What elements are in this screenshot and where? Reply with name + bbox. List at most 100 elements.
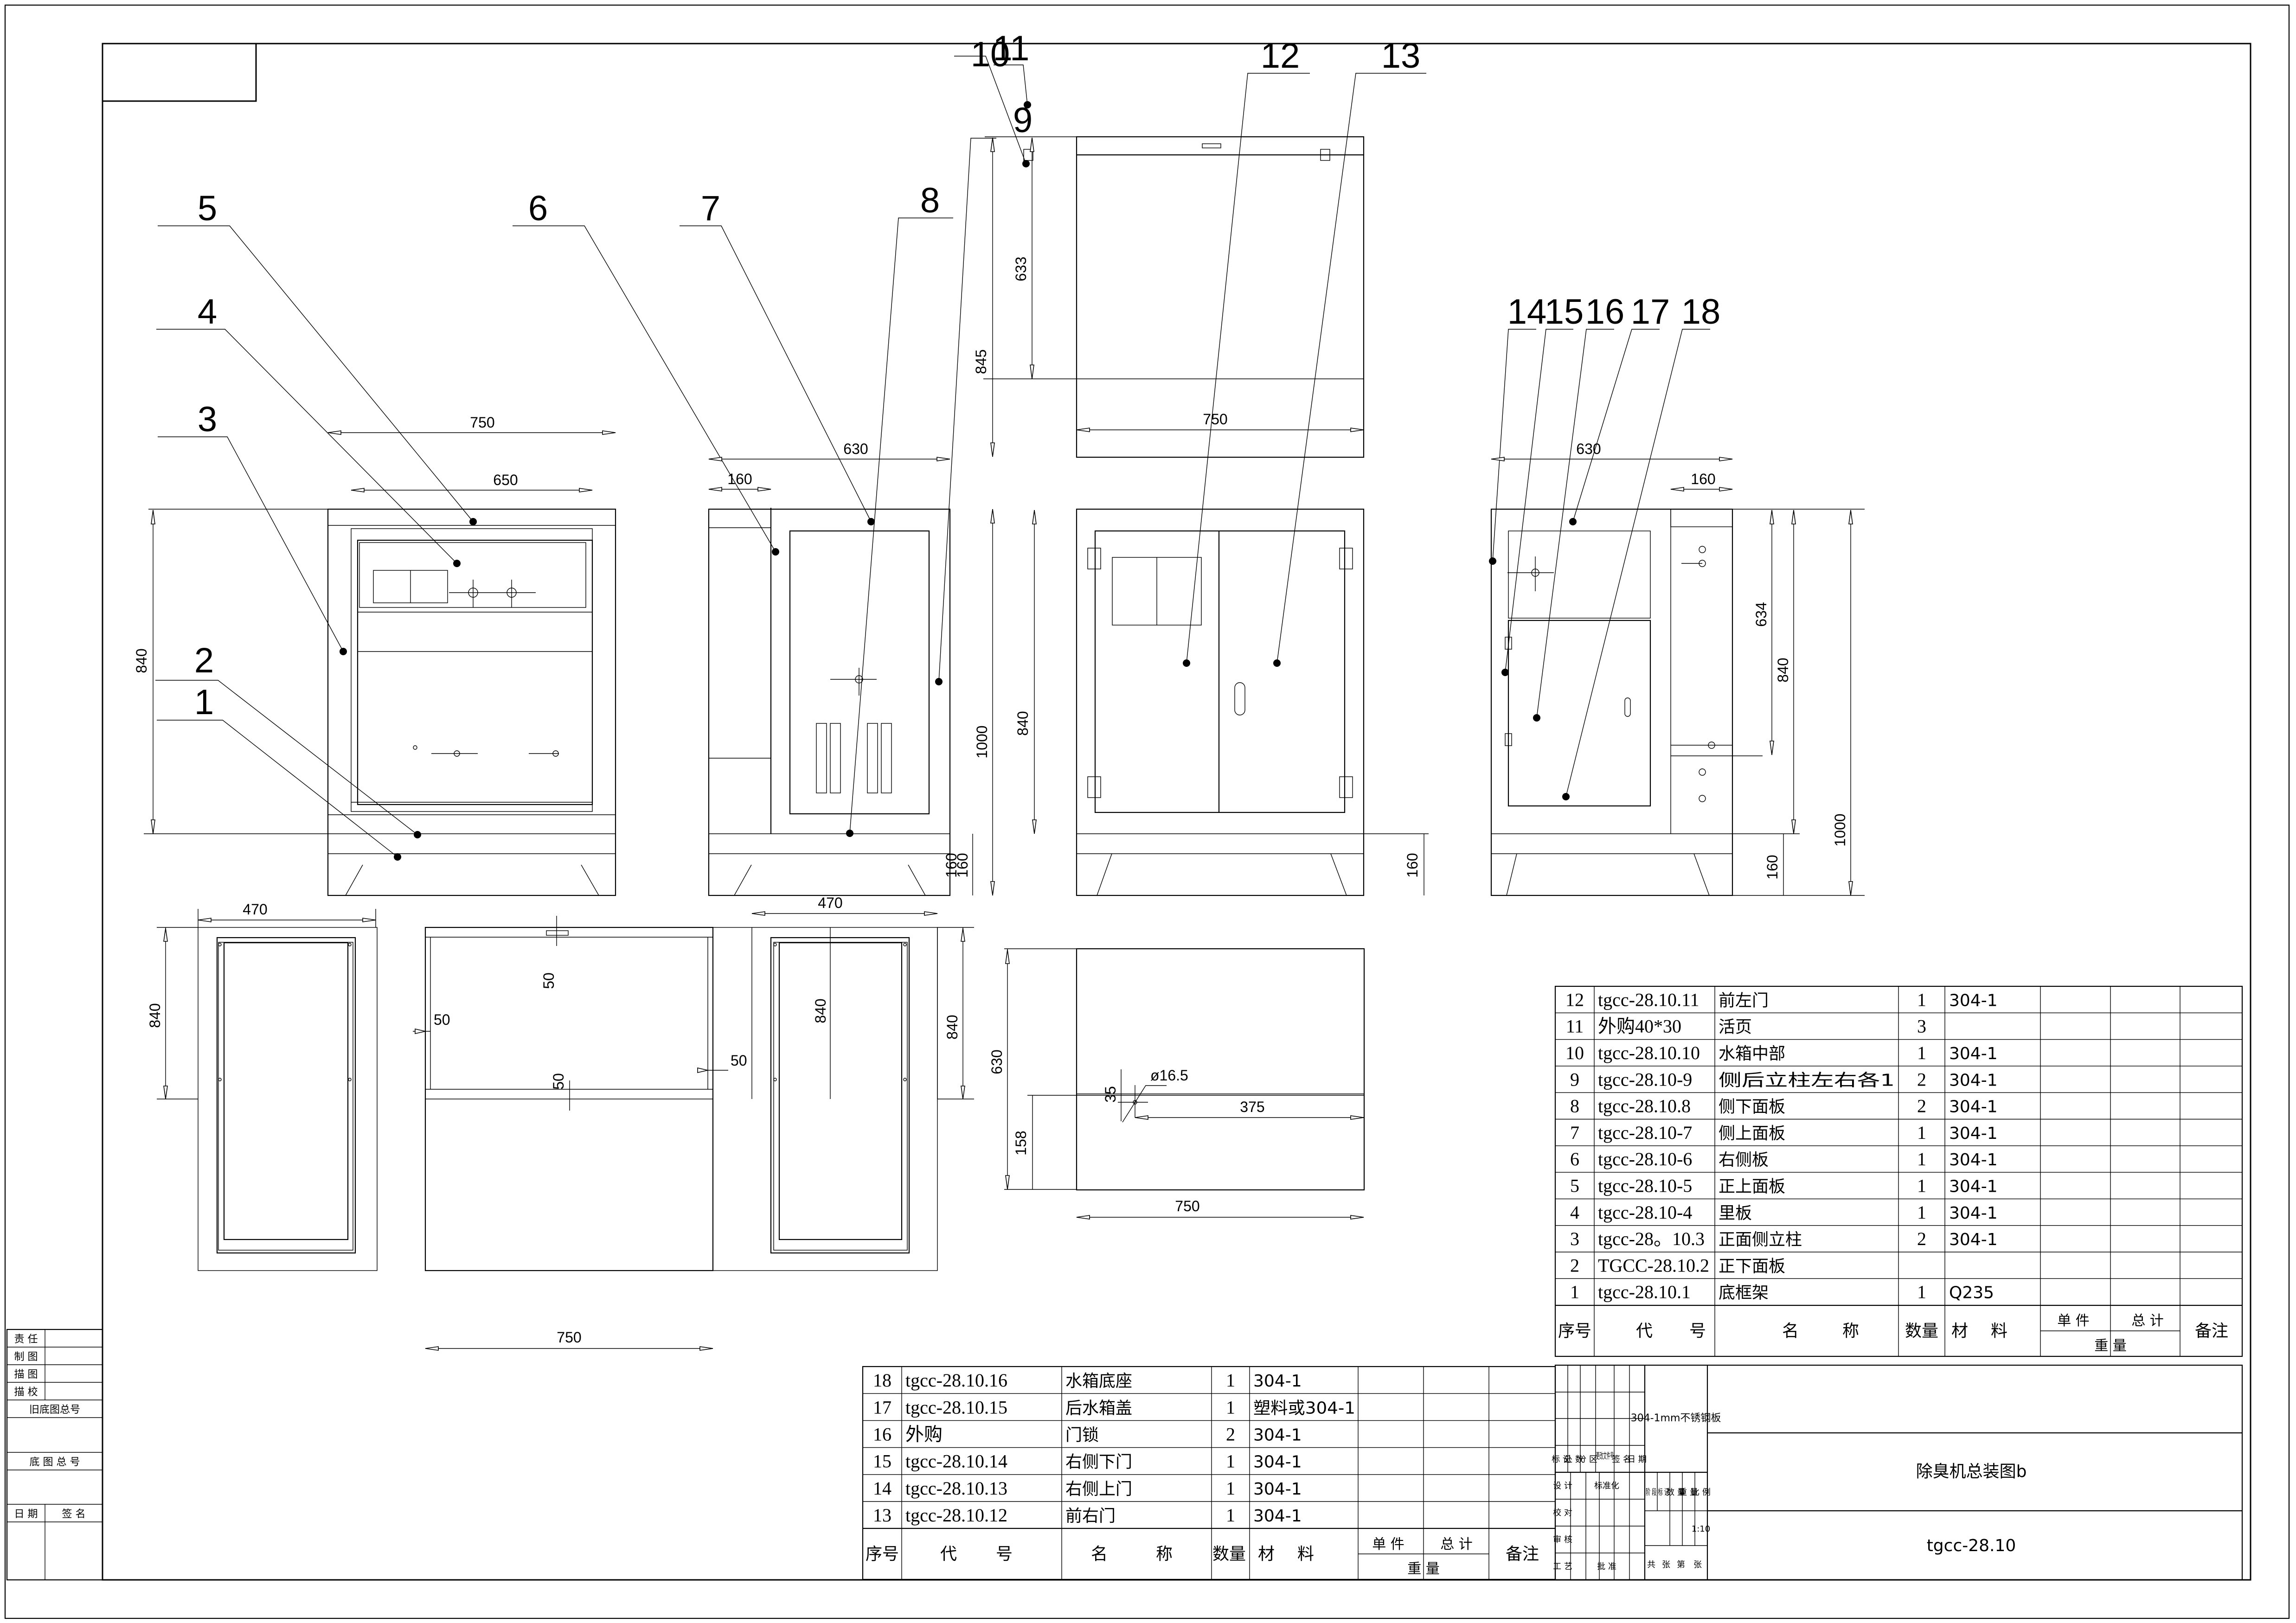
bom-cell-material: 304-1 <box>1253 1372 1302 1391</box>
dim-50-right: 50 <box>731 1052 747 1069</box>
bom-cell-code: tgcc-28.10.16 <box>905 1370 1007 1391</box>
bom-cell-material: 304-1 <box>1949 1098 1998 1117</box>
bom-cell-no: 14 <box>873 1478 891 1499</box>
bom-cell-no: 16 <box>873 1424 891 1444</box>
balloon-10: 10 <box>971 35 1010 74</box>
dim-160-post: 160 <box>727 471 752 487</box>
balloon-5: 5 <box>198 189 217 228</box>
front-doors-view: 840 160 160 <box>943 508 1429 896</box>
vent-grille <box>816 723 892 793</box>
sheets-2: 第 <box>1677 1560 1685 1570</box>
stage-hdr-2: 重 量 <box>1679 1488 1698 1497</box>
bom-cell-no: 10 <box>1565 1042 1584 1063</box>
bom-cell-code: tgcc-28.10-4 <box>1598 1202 1692 1223</box>
bom-cell-code: tgcc-28.10-9 <box>1598 1069 1692 1090</box>
balloon-3: 3 <box>198 400 217 439</box>
bom-cell-qty: 1 <box>1917 1202 1926 1223</box>
bom-cell-no: 7 <box>1570 1122 1579 1143</box>
bom-lower-hdr-mat-b: 料 <box>1297 1545 1314 1564</box>
rev-hdr-5: 日 期 <box>1627 1455 1647 1464</box>
bom-cell-no: 12 <box>1565 989 1584 1010</box>
bom-upper-hdr-remark: 备注 <box>2195 1322 2228 1341</box>
dim-158: 158 <box>1013 1131 1029 1155</box>
dim-750-front: 750 <box>470 414 494 431</box>
frame-middle-view: 50 50 50 50 750 <box>413 916 747 1351</box>
bom-cell-material: 304-1 <box>1253 1507 1302 1526</box>
bom-cell-material: 304-1 <box>1949 1124 1998 1143</box>
base-no: 底 图 总 号 <box>30 1457 80 1468</box>
balloon-12: 12 <box>1261 36 1300 76</box>
bom-cell-code: tgcc-28.10-7 <box>1598 1122 1692 1143</box>
bom-upper-hdr-mat-a: 材 <box>1951 1322 1968 1341</box>
side-view-left: 630 160 1000 160 <box>708 441 995 896</box>
balloon-16: 16 <box>1585 292 1625 332</box>
side-row-2: 描 图 <box>14 1369 38 1380</box>
dim-630-right: 630 <box>1576 441 1601 457</box>
sheets-3: 张 <box>1693 1560 1702 1570</box>
dim-840-right: 840 <box>1775 658 1791 682</box>
balloon-4: 4 <box>198 292 217 332</box>
balloon-6: 6 <box>528 189 548 228</box>
bom-upper-hdr-mat-b: 料 <box>1991 1322 2007 1341</box>
bom-cell-qty: 2 <box>1917 1069 1926 1090</box>
dim-470-panel-left: 470 <box>243 901 267 918</box>
bom-cell-name: 侧下面板 <box>1719 1098 1785 1117</box>
bom-cell-code: TGCC-28.10.2 <box>1598 1255 1709 1276</box>
dim-840-doors: 840 <box>1014 711 1031 735</box>
bom-cell-code: tgcc-28.10.11 <box>1598 989 1699 1010</box>
bom-cell-name: 正面侧立柱 <box>1719 1230 1802 1249</box>
bom-cell-no: 17 <box>873 1397 891 1418</box>
rev-hdr-2: 分 区 <box>1578 1455 1597 1464</box>
bom-cell-name: 水箱底座 <box>1065 1372 1132 1391</box>
bom-cell-qty: 1 <box>1226 1370 1235 1391</box>
balloon-15: 15 <box>1545 292 1584 332</box>
dim-160-right-base: 160 <box>1764 855 1781 879</box>
bom-cell-name: 正下面板 <box>1719 1257 1785 1276</box>
bom-upper-hdr-code-b: 号 <box>1689 1322 1706 1341</box>
stage-hdr-0: 阶 段 标 记 <box>1646 1488 1669 1497</box>
bom-cell-material: 304-1 <box>1253 1480 1302 1499</box>
bom-cell-qty: 2 <box>1917 1228 1926 1249</box>
bom-cell-name: 右侧上门 <box>1065 1480 1132 1499</box>
dim-375: 375 <box>1240 1099 1264 1115</box>
material-note: 304-1mm不锈钢板 <box>1631 1412 1721 1424</box>
dim-634: 634 <box>1753 602 1770 626</box>
rev-hdr-0: 标 记 <box>1552 1455 1571 1464</box>
side-block: 责 任 制 图 描 图 描 校 旧底图总号 底 图 总 号 日 期 签 名 <box>6 1329 103 1581</box>
dim-160-base: 160 <box>954 853 971 877</box>
bom-upper-hdr-weight: 重 量 <box>2094 1338 2127 1354</box>
bom-cell-name: 右侧板 <box>1719 1150 1769 1169</box>
role-0: 设 计 <box>1553 1481 1572 1491</box>
bom-cell-code: tgcc-28.10-5 <box>1598 1176 1692 1196</box>
dim-840-panel-right-inner: 840 <box>812 998 829 1023</box>
bom-cell-qty: 1 <box>1226 1505 1235 1526</box>
dim-160-right: 160 <box>1691 471 1715 487</box>
bom-cell-material: 塑料或304-1 <box>1253 1399 1355 1418</box>
balloon-7: 7 <box>701 189 720 228</box>
bom-lower-hdr-remark: 备注 <box>1506 1545 1539 1564</box>
bom-cell-name: 水箱中部 <box>1719 1044 1785 1063</box>
bom-lower-hdr-qty: 数量 <box>1212 1545 1246 1564</box>
sheets-0: 共 <box>1647 1560 1655 1570</box>
bom-cell-no: 4 <box>1570 1202 1579 1223</box>
bom-upper-hdr-total: 总 计 <box>2131 1313 2164 1329</box>
dim-845: 845 <box>973 349 989 374</box>
bom-cell-qty: 3 <box>1917 1016 1926 1037</box>
old-base-no: 旧底图总号 <box>29 1404 80 1416</box>
bom-cell-material: 304-1 <box>1949 1230 1998 1249</box>
side-row-0: 责 任 <box>14 1334 38 1345</box>
dim-hole: ø16.5 <box>1150 1067 1188 1084</box>
rev-hdr-1: 处 数 <box>1564 1455 1584 1464</box>
standardize: 标准化 <box>1594 1481 1619 1491</box>
balloon-2: 2 <box>194 641 214 680</box>
balloon-11: 11 <box>993 29 1030 68</box>
